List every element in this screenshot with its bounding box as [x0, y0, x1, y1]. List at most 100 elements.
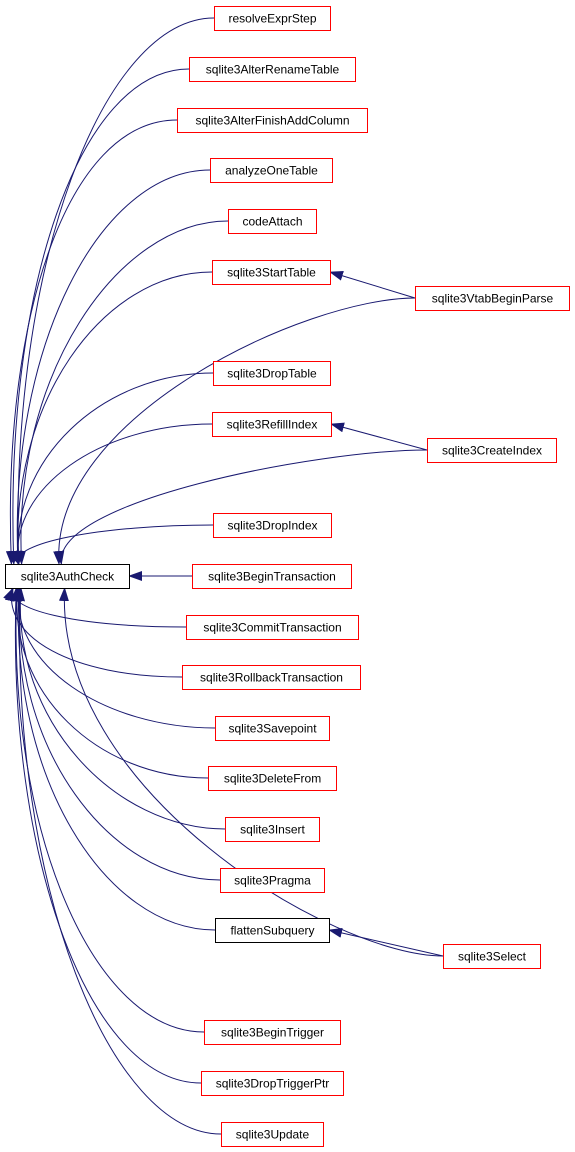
- node-box: [212, 260, 331, 285]
- edge-sqlite3Update-to-sqlite3AuthCheck: [14, 587, 222, 1135]
- node-box: [210, 158, 333, 183]
- edge-flattenSubquery-to-sqlite3AuthCheck: [13, 587, 216, 931]
- node-label: sqlite3Select: [458, 950, 527, 964]
- node-sqlite3DropTable[interactable]: sqlite3DropTable: [213, 361, 331, 386]
- node-label: sqlite3CreateIndex: [442, 444, 542, 458]
- edge-sqlite3RefillIndex-to-sqlite3AuthCheck: [11, 423, 213, 565]
- edge-sqlite3DeleteFrom-to-sqlite3AuthCheck: [11, 587, 209, 779]
- edge-sqlite3CreateIndex-to-sqlite3RefillIndex: [330, 422, 428, 451]
- node-sqlite3Pragma[interactable]: sqlite3Pragma: [220, 868, 325, 893]
- node-label: codeAttach: [242, 215, 302, 229]
- edge-sqlite3CommitTransaction-to-sqlite3AuthCheck: [3, 587, 187, 628]
- node-box: [213, 513, 332, 538]
- edge-sqlite3VtabBeginParse-to-sqlite3AuthCheck: [53, 297, 416, 565]
- node-box: [186, 615, 359, 640]
- node-box: [182, 665, 361, 690]
- node-label: resolveExprStep: [228, 12, 316, 26]
- node-box: [415, 286, 570, 311]
- edge-sqlite3BeginTrigger-to-sqlite3AuthCheck: [11, 587, 205, 1033]
- node-label: sqlite3DropIndex: [227, 519, 317, 533]
- edge-sqlite3AlterRenameTable-to-sqlite3AuthCheck: [8, 68, 190, 565]
- edge-resolveExprStep-to-sqlite3AuthCheck: [13, 17, 215, 565]
- node-sqlite3CreateIndex[interactable]: sqlite3CreateIndex: [427, 438, 557, 463]
- node-sqlite3RollbackTransaction[interactable]: sqlite3RollbackTransaction: [182, 665, 361, 690]
- node-label: sqlite3DropTriggerPtr: [216, 1077, 330, 1091]
- node-sqlite3AlterRenameTable[interactable]: sqlite3AlterRenameTable: [189, 57, 356, 82]
- node-label: sqlite3Insert: [240, 823, 305, 837]
- node-label: sqlite3CommitTransaction: [203, 621, 341, 635]
- node-box: [177, 108, 368, 133]
- node-box: [204, 1020, 341, 1045]
- edge-sqlite3CreateIndex-to-sqlite3AuthCheck: [54, 449, 428, 565]
- node-sqlite3CommitTransaction[interactable]: sqlite3CommitTransaction: [186, 615, 359, 640]
- node-sqlite3Select[interactable]: sqlite3Select: [443, 944, 541, 969]
- node-label: sqlite3Update: [236, 1128, 310, 1142]
- node-label: sqlite3AlterRenameTable: [206, 63, 340, 77]
- node-sqlite3AuthCheck[interactable]: sqlite3AuthCheck: [5, 564, 130, 589]
- node-sqlite3DropTriggerPtr[interactable]: sqlite3DropTriggerPtr: [201, 1071, 344, 1096]
- node-label: sqlite3RefillIndex: [227, 418, 318, 432]
- node-box: [221, 1122, 324, 1147]
- node-sqlite3StartTable[interactable]: sqlite3StartTable: [212, 260, 331, 285]
- edge-sqlite3Insert-to-sqlite3AuthCheck: [15, 587, 226, 830]
- edge-sqlite3AlterFinishAddColumn-to-sqlite3AuthCheck: [5, 119, 178, 565]
- node-box: [225, 817, 320, 842]
- node-label: flattenSubquery: [230, 924, 314, 938]
- node-box: [5, 564, 130, 589]
- edge-sqlite3Select-to-sqlite3AuthCheck: [58, 587, 444, 957]
- node-box: [192, 564, 352, 589]
- node-label: sqlite3DeleteFrom: [224, 772, 321, 786]
- node-label: sqlite3BeginTrigger: [221, 1026, 324, 1040]
- node-box: [201, 1071, 344, 1096]
- node-label: sqlite3StartTable: [227, 266, 316, 280]
- node-box: [443, 944, 541, 969]
- edges-layer: [3, 17, 444, 1135]
- node-sqlite3BeginTransaction[interactable]: sqlite3BeginTransaction: [192, 564, 352, 589]
- node-box: [189, 57, 356, 82]
- edge-sqlite3Pragma-to-sqlite3AuthCheck: [14, 587, 221, 881]
- node-label: sqlite3BeginTransaction: [208, 570, 336, 584]
- node-label: sqlite3VtabBeginParse: [432, 292, 554, 306]
- edge-sqlite3DropTriggerPtr-to-sqlite3AuthCheck: [10, 587, 202, 1084]
- node-box: [212, 412, 332, 437]
- node-sqlite3DropIndex[interactable]: sqlite3DropIndex: [213, 513, 332, 538]
- node-sqlite3Savepoint[interactable]: sqlite3Savepoint: [215, 716, 330, 741]
- node-codeAttach[interactable]: codeAttach: [228, 209, 317, 234]
- node-sqlite3VtabBeginParse[interactable]: sqlite3VtabBeginParse: [415, 286, 570, 311]
- node-box: [213, 361, 331, 386]
- edge-sqlite3DropIndex-to-sqlite3AuthCheck: [8, 524, 214, 565]
- node-sqlite3BeginTrigger[interactable]: sqlite3BeginTrigger: [204, 1020, 341, 1045]
- node-label: sqlite3AlterFinishAddColumn: [195, 114, 349, 128]
- edge-sqlite3Select-to-flattenSubquery: [328, 928, 444, 957]
- edge-sqlite3VtabBeginParse-to-sqlite3StartTable: [329, 271, 416, 299]
- node-analyzeOneTable[interactable]: analyzeOneTable: [210, 158, 333, 183]
- edge-sqlite3Savepoint-to-sqlite3AuthCheck: [12, 587, 216, 729]
- edge-analyzeOneTable-to-sqlite3AuthCheck: [12, 169, 211, 565]
- node-label: sqlite3Savepoint: [228, 722, 317, 736]
- node-box: [208, 766, 337, 791]
- edge-codeAttach-to-sqlite3AuthCheck: [15, 220, 229, 565]
- node-label: analyzeOneTable: [225, 164, 318, 178]
- node-label: sqlite3RollbackTransaction: [200, 671, 343, 685]
- node-resolveExprStep[interactable]: resolveExprStep: [214, 6, 331, 31]
- node-box: [427, 438, 557, 463]
- node-sqlite3AlterFinishAddColumn[interactable]: sqlite3AlterFinishAddColumn: [177, 108, 368, 133]
- node-sqlite3Insert[interactable]: sqlite3Insert: [225, 817, 320, 842]
- node-box: [228, 209, 317, 234]
- node-sqlite3DeleteFrom[interactable]: sqlite3DeleteFrom: [208, 766, 337, 791]
- node-flattenSubquery[interactable]: flattenSubquery: [215, 918, 330, 943]
- edge-sqlite3DropTable-to-sqlite3AuthCheck: [12, 372, 214, 565]
- node-label: sqlite3Pragma: [234, 874, 311, 888]
- node-box: [215, 716, 330, 741]
- node-box: [220, 868, 325, 893]
- node-label: sqlite3AuthCheck: [21, 570, 115, 584]
- node-box: [215, 918, 330, 943]
- edge-sqlite3StartTable-to-sqlite3AuthCheck: [12, 271, 213, 565]
- node-sqlite3Update[interactable]: sqlite3Update: [221, 1122, 324, 1147]
- node-label: sqlite3DropTable: [227, 367, 317, 381]
- node-box: [214, 6, 331, 31]
- edge-sqlite3RollbackTransaction-to-sqlite3AuthCheck: [4, 587, 183, 678]
- node-sqlite3RefillIndex[interactable]: sqlite3RefillIndex: [212, 412, 332, 437]
- nodes-layer: sqlite3AuthCheck resolveExprStep sqlite3Al…: [5, 6, 570, 1147]
